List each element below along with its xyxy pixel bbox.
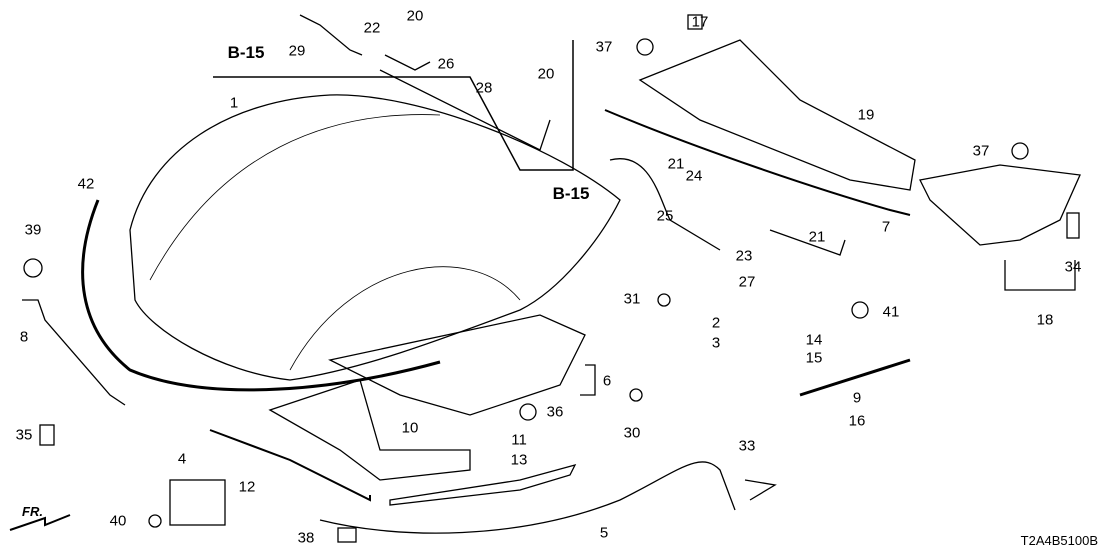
nut-41 (851, 301, 869, 319)
clip-38 (337, 527, 357, 543)
callout-34[interactable]: 34 (1064, 258, 1082, 276)
molding-13 (389, 463, 577, 506)
callout-20[interactable]: 20 (537, 65, 555, 83)
callout-29[interactable]: 29 (288, 42, 306, 60)
bolt-30 (629, 388, 643, 402)
callout-37[interactable]: 37 (595, 38, 613, 56)
callout-3[interactable]: 3 (711, 334, 721, 352)
callout-10[interactable]: 10 (401, 419, 419, 437)
callout-35[interactable]: 35 (15, 426, 33, 444)
cowl-top (638, 39, 916, 191)
callout-37[interactable]: 37 (972, 142, 990, 160)
clip-34 (1066, 212, 1080, 239)
callout-27[interactable]: 27 (738, 273, 756, 291)
callout-19[interactable]: 19 (857, 106, 875, 124)
fr-arrow (9, 514, 71, 531)
callout-16[interactable]: 16 (848, 412, 866, 430)
callout-12[interactable]: 12 (238, 478, 256, 496)
grommet-39 (23, 258, 43, 278)
callout-15[interactable]: 15 (805, 349, 823, 367)
callout-24[interactable]: 24 (685, 167, 703, 185)
callout-23[interactable]: 23 (735, 247, 753, 265)
callout-20[interactable]: 20 (406, 7, 424, 25)
bracket-10 (268, 379, 471, 481)
hood-panel (129, 94, 621, 381)
diagram-code: T2A4B5100B (1020, 533, 1098, 548)
callout-2[interactable]: 2 (711, 314, 721, 332)
callout-39[interactable]: 39 (24, 221, 42, 239)
leader-33 (744, 479, 777, 501)
reference-b15-top[interactable]: B-15 (227, 43, 265, 62)
bolt-31 (657, 293, 671, 307)
tube-25 (609, 158, 721, 251)
callout-1[interactable]: 1 (229, 94, 239, 112)
callout-26[interactable]: 26 (437, 55, 455, 73)
callout-38[interactable]: 38 (297, 529, 315, 547)
weatherstrip-7 (604, 109, 911, 216)
cable-28 (379, 69, 551, 151)
callout-4[interactable]: 4 (177, 450, 187, 468)
cap-17 (687, 14, 703, 30)
reinforcement-12 (209, 429, 371, 502)
callout-8[interactable]: 8 (19, 328, 29, 346)
callout-42[interactable]: 42 (77, 175, 95, 193)
callout-40[interactable]: 40 (109, 512, 127, 530)
tube-29 (299, 14, 363, 56)
callout-33[interactable]: 33 (738, 437, 756, 455)
clip-35 (39, 424, 55, 446)
callout-21[interactable]: 21 (667, 155, 685, 173)
release-cable-5 (319, 461, 736, 534)
cowl-right (919, 164, 1081, 246)
leader-18 (1004, 260, 1076, 291)
callout-14[interactable]: 14 (805, 331, 823, 349)
bolt-40 (148, 514, 162, 528)
callout-6[interactable]: 6 (602, 372, 612, 390)
callout-28[interactable]: 28 (475, 79, 493, 97)
reference-bracket (213, 40, 574, 171)
callout-7[interactable]: 7 (881, 218, 891, 236)
front-indicator: FR. (22, 504, 43, 519)
cable-26 (384, 54, 431, 71)
clip-37 (1011, 142, 1029, 160)
callout-5[interactable]: 5 (599, 524, 609, 542)
hood-crease (149, 114, 441, 281)
callout-31[interactable]: 31 (623, 290, 641, 308)
callout-11[interactable]: 11 (511, 431, 527, 449)
callout-17[interactable]: 17 (691, 13, 709, 31)
hood-crease (289, 266, 521, 371)
callout-30[interactable]: 30 (623, 424, 641, 442)
hood-seal (81, 199, 441, 392)
cable-8 (22, 299, 126, 406)
callout-13[interactable]: 13 (510, 451, 528, 469)
leader-6 (580, 364, 596, 396)
stay-rod-9 (799, 358, 911, 397)
reference-b15-mid[interactable]: B-15 (552, 184, 590, 203)
callout-22[interactable]: 22 (363, 19, 381, 37)
callout-41[interactable]: 41 (882, 303, 900, 321)
hood-insulator (328, 314, 586, 416)
clip-37 (636, 38, 654, 56)
callout-21[interactable]: 21 (808, 228, 826, 246)
callout-18[interactable]: 18 (1036, 311, 1054, 329)
callout-36[interactable]: 36 (546, 403, 564, 421)
callout-9[interactable]: 9 (852, 389, 862, 407)
callout-25[interactable]: 25 (656, 207, 674, 225)
latch-4 (169, 479, 226, 526)
clip-36 (519, 403, 537, 421)
tube-27 (769, 229, 846, 256)
